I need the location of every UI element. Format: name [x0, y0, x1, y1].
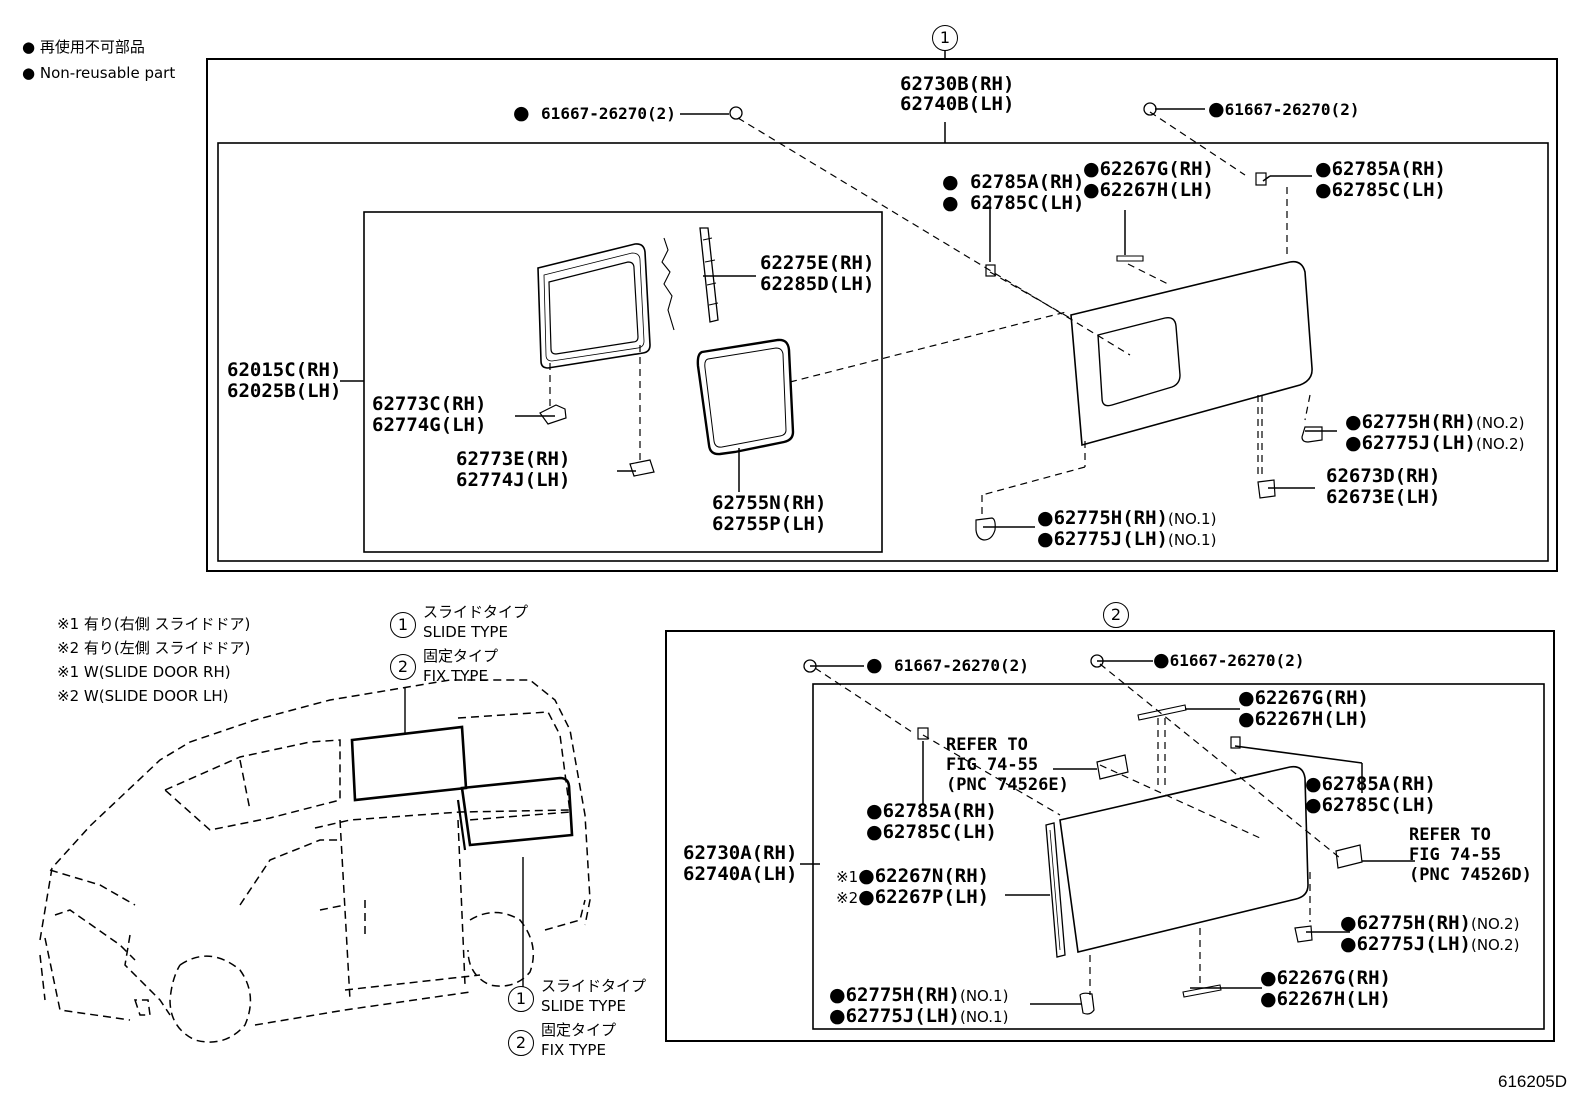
label-62267G-p2: ●62267G(RH) — [1238, 687, 1369, 709]
label-62785C-p2-right: ●62785C(LH) — [1305, 794, 1436, 816]
panel1-inner-frame — [217, 142, 1549, 562]
slide-window-frame — [537, 243, 651, 369]
label-62785C-p2-left: ●62785C(LH) — [866, 821, 997, 843]
label-62673E: 62673E(LH) — [1326, 486, 1441, 508]
label-62755N: 62755N(RH) — [712, 492, 827, 514]
slide-window-glass — [696, 338, 795, 456]
van-side-fix-en: FIX TYPE — [541, 1041, 606, 1059]
van-top-fix-en: FIX TYPE — [423, 667, 488, 685]
slide-rail — [699, 227, 719, 323]
stopper-62773c — [539, 404, 567, 425]
label-62267H-p2-bottom: ●62267H(LH) — [1260, 988, 1391, 1010]
circle-1-van-side: 1 — [508, 986, 534, 1012]
van-side-fix-ja: 固定タイプ — [541, 1021, 617, 1039]
label-62267H-p2: ●62267H(LH) — [1238, 708, 1369, 730]
label-62773C: 62773C(RH) — [372, 393, 487, 415]
refer-left-3: (PNC 74526E) — [946, 775, 1069, 795]
label-62267P: ※2●62267P(LH) — [836, 886, 990, 908]
label-clip-left-p1: ● 61667-26270(2) — [513, 102, 676, 124]
label-62785C-p1: ● 62785C(LH) — [942, 192, 1085, 214]
van-top-fix-ja: 固定タイプ — [423, 647, 499, 665]
stopper-62773e — [629, 459, 655, 477]
circle-2-van-side: 2 — [508, 1030, 534, 1056]
label-62785A-p1-right: ●62785A(RH) — [1315, 158, 1446, 180]
note-1: ※1 有り(右側 スライドドア) — [57, 615, 251, 633]
note-4: ※2 W(SLIDE DOOR LH) — [57, 687, 229, 705]
van-side-slide-ja: スライドタイプ — [541, 977, 647, 995]
label-62730B: 62730B(RH) — [900, 73, 1015, 95]
refer-right-2: FIG 74-55 — [1409, 845, 1502, 865]
panel1-sub-frame — [363, 211, 883, 553]
window-opening-panel1 — [1097, 316, 1181, 407]
label-clip-right-p1: ●61667-26270(2) — [1208, 98, 1360, 120]
label-62267G-p2-bottom: ●62267G(RH) — [1260, 967, 1391, 989]
label-62775J-no2-p2: ●62775J(LH)(NO.2) — [1340, 933, 1520, 955]
circle-2-panel: 2 — [1103, 602, 1129, 628]
label-62785A-p1: ● 62785A(RH) — [942, 171, 1085, 193]
panel1-outer-frame — [206, 58, 1558, 572]
window-glass-panel1 — [1070, 260, 1313, 447]
label-62275E: 62275E(RH) — [760, 252, 875, 274]
van-top-slide-ja: スライドタイプ — [423, 603, 529, 621]
van-illustration — [39, 679, 591, 1043]
label-clip-left-p2: ● 61667-26270(2) — [866, 654, 1029, 676]
weatherstrip-panel2 — [1045, 822, 1066, 958]
label-62774G: 62774G(LH) — [372, 414, 487, 436]
label-62267N: ※1●62267N(RH) — [836, 865, 990, 887]
label-62775J-no2-p1: ●62775J(LH)(NO.2) — [1345, 432, 1525, 454]
refer-left-2: FIG 74-55 — [946, 755, 1039, 775]
label-62773E: 62773E(RH) — [456, 448, 571, 470]
label-62730A: 62730A(RH) — [683, 842, 798, 864]
refer-right-1: REFER TO — [1409, 825, 1491, 845]
refer-right-3: (PNC 74526D) — [1409, 865, 1532, 885]
note-2: ※2 有り(左側 スライドドア) — [57, 639, 251, 657]
label-62775H-no1-p2: ●62775H(RH)(NO.1) — [829, 984, 1009, 1006]
figure-id: 616205D — [1498, 1072, 1568, 1091]
label-62785A-p2-left: ●62785A(RH) — [866, 800, 997, 822]
panel2-inner-frame — [812, 683, 1545, 1030]
label-62025B: 62025B(LH) — [227, 380, 342, 402]
van-top-slide-en: SLIDE TYPE — [423, 623, 508, 641]
highlight-fix-window — [460, 776, 574, 847]
van-side-slide-en: SLIDE TYPE — [541, 997, 626, 1015]
highlight-slide-window — [350, 725, 468, 802]
label-62267G-p1: ●62267G(RH) — [1083, 158, 1214, 180]
label-62785C-p1-right: ●62785C(LH) — [1315, 179, 1446, 201]
label-62775H-no2-p2: ●62775H(RH)(NO.2) — [1340, 912, 1520, 934]
circle-1-top: 1 — [932, 25, 958, 51]
label-62267H-p1: ●62267H(LH) — [1083, 179, 1214, 201]
label-62740A: 62740A(LH) — [683, 863, 798, 885]
label-62673D: 62673D(RH) — [1326, 465, 1441, 487]
spring-part — [661, 237, 675, 331]
label-62775H-no2-p1: ●62775H(RH)(NO.2) — [1345, 411, 1525, 433]
label-62775J-no1-p2: ●62775J(LH)(NO.1) — [829, 1005, 1009, 1027]
note-3: ※1 W(SLIDE DOOR RH) — [57, 663, 231, 681]
label-clip-right-p2: ●61667-26270(2) — [1153, 649, 1305, 671]
refer-left-1: REFER TO — [946, 735, 1028, 755]
panel2-outer-frame — [665, 630, 1555, 1042]
legend-ja: ● 再使用不可部品 — [22, 38, 145, 56]
label-62015C: 62015C(RH) — [227, 359, 342, 381]
legend-en: ● Non-reusable part — [22, 64, 176, 82]
label-62285D: 62285D(LH) — [760, 273, 875, 295]
window-glass-panel2 — [1059, 765, 1309, 953]
circle-2-van-top: 2 — [390, 654, 416, 680]
circle-1-van-top: 1 — [390, 612, 416, 638]
label-62755P: 62755P(LH) — [712, 513, 827, 535]
label-62775H-no1-p1: ●62775H(RH)(NO.1) — [1037, 507, 1217, 529]
label-62775J-no1-p1: ●62775J(LH)(NO.1) — [1037, 528, 1217, 550]
label-62774J: 62774J(LH) — [456, 469, 571, 491]
label-62785A-p2-right: ●62785A(RH) — [1305, 773, 1436, 795]
label-62740B: 62740B(LH) — [900, 93, 1015, 115]
